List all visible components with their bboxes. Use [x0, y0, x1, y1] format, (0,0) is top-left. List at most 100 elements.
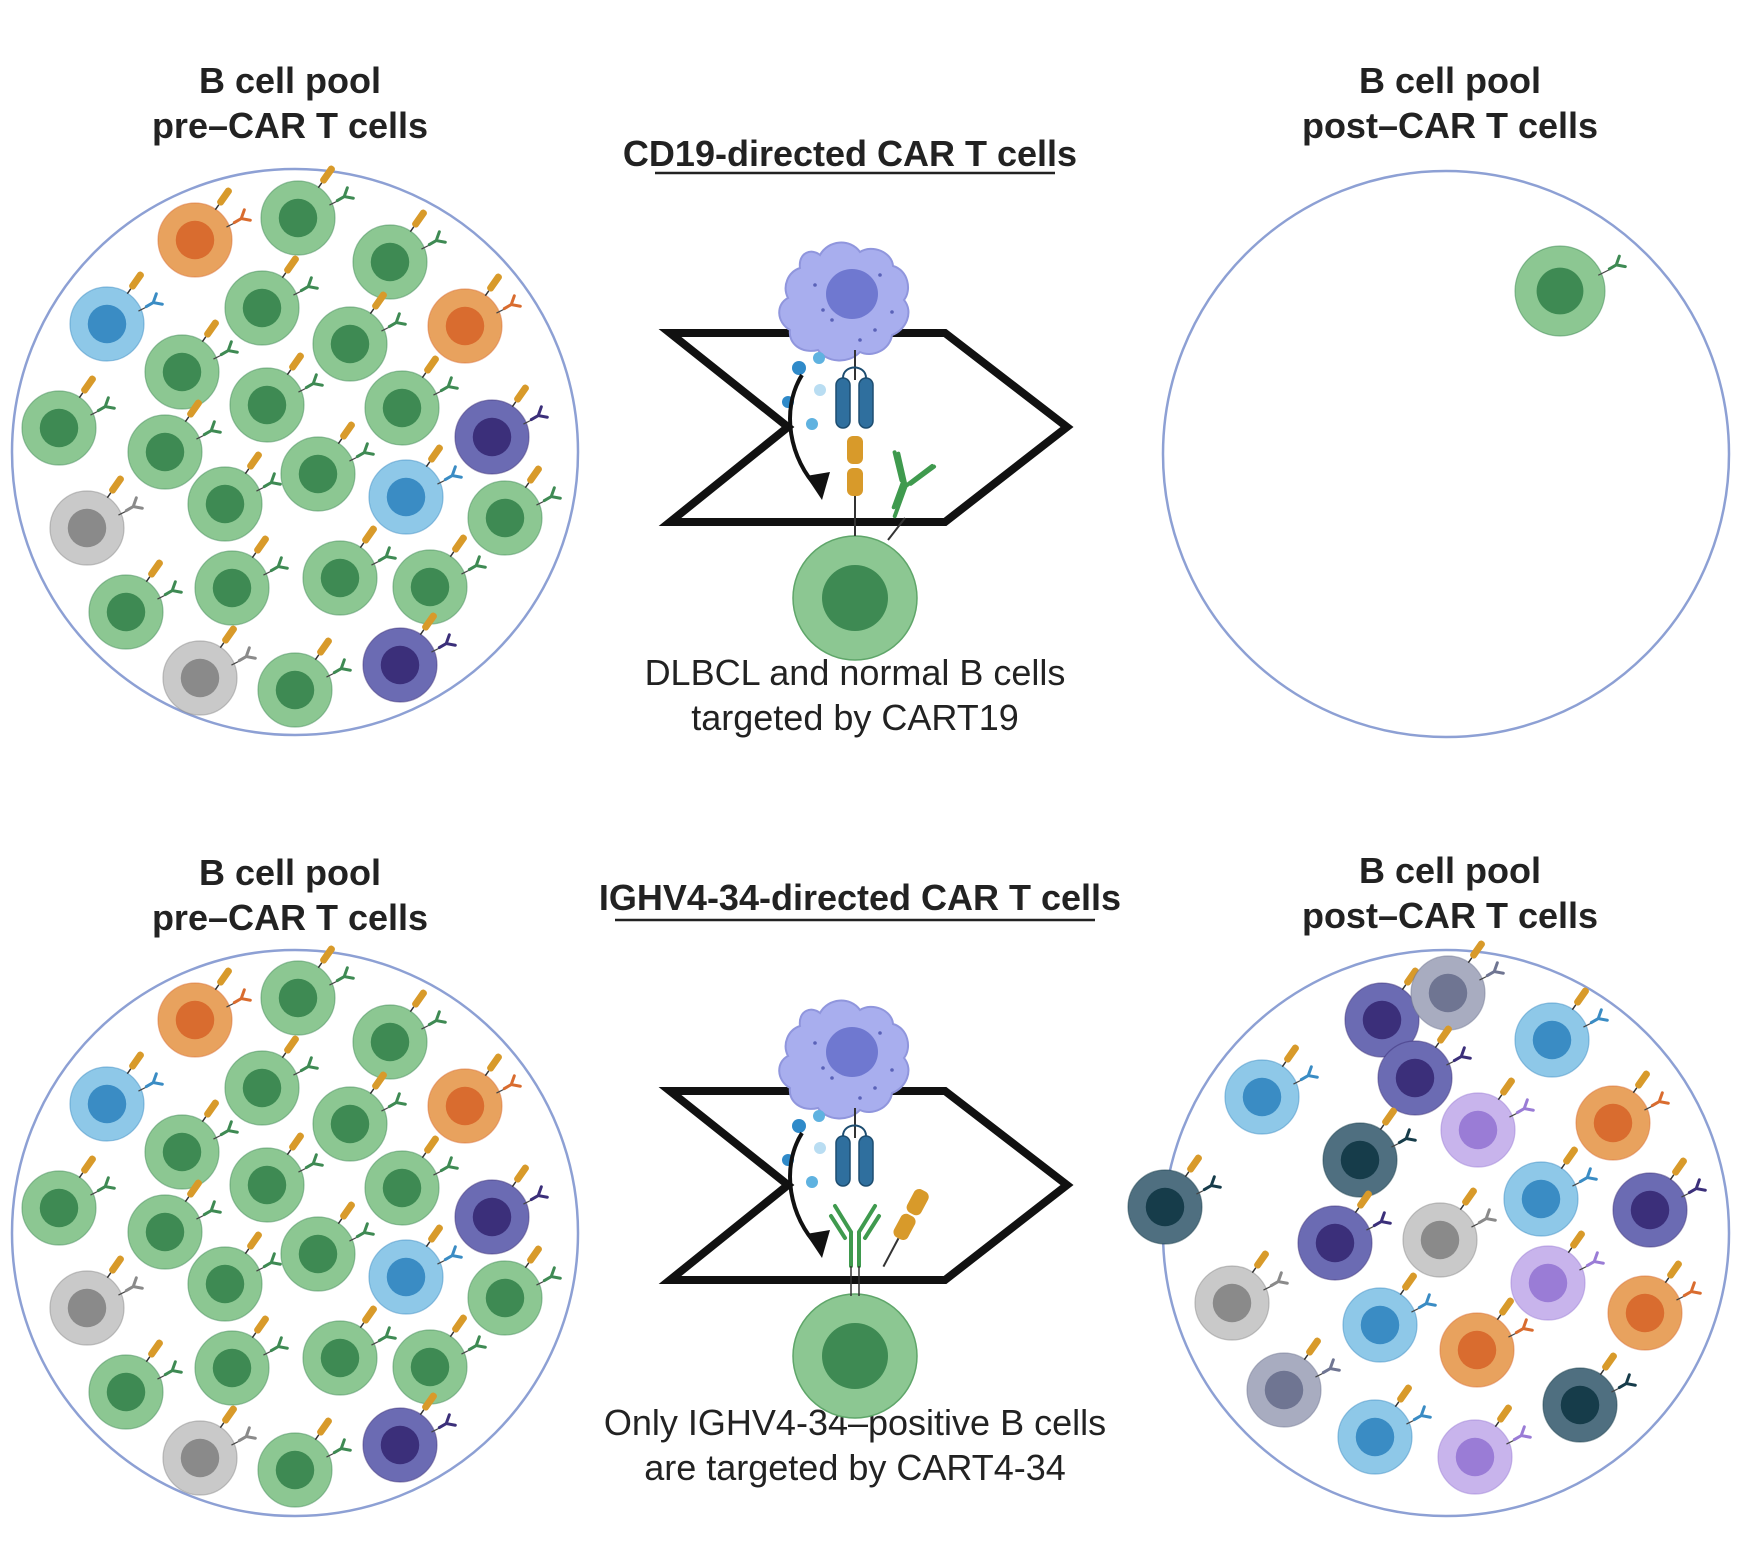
cytokine-dot: [806, 418, 818, 430]
b-cell: [127, 399, 222, 490]
antibody-icon: [299, 1056, 319, 1073]
b-cell-nucleus: [247, 385, 287, 425]
b-cell-nucleus: [67, 1288, 107, 1328]
cd19-antigen-icon: [145, 559, 163, 583]
b-cell-nucleus: [212, 568, 252, 608]
cd19-antigen-icon: [1664, 1260, 1682, 1284]
b-cell: [1297, 1190, 1392, 1281]
antibody-icon: [96, 396, 116, 413]
cytokine-dot: [813, 1110, 825, 1122]
cd19-antigen-icon: [1303, 1337, 1321, 1361]
b-cell-nucleus: [370, 1022, 410, 1062]
b-cell-nucleus: [320, 1338, 360, 1378]
cd19-antigen-icon: [251, 535, 269, 559]
antibody-icon: [1452, 1046, 1472, 1063]
b-cell-nucleus: [1264, 1370, 1304, 1410]
b-cell-nucleus: [445, 1086, 485, 1126]
b-cell: [69, 1051, 164, 1142]
cd19-antigen-icon: [1567, 1230, 1585, 1254]
cd19-antigen-icon: [184, 1179, 202, 1203]
antibody-icon: [1321, 1358, 1341, 1375]
b-cell: [157, 187, 252, 278]
antibody-icon: [529, 1185, 549, 1202]
b-cell-nucleus: [247, 1165, 287, 1205]
car-t-granule: [878, 1031, 882, 1035]
b-cell-nucleus: [485, 1278, 525, 1318]
antibody-icon: [1515, 1098, 1535, 1115]
mechanism-ighv434: [658, 999, 1074, 1419]
cd19-antigen-icon: [1184, 1154, 1202, 1178]
cd19-antigen-icon: [1497, 1077, 1515, 1101]
b-cell: [162, 1405, 257, 1496]
antibody-icon: [1512, 1425, 1532, 1442]
antibody-icon: [439, 1156, 459, 1173]
car-t-nucleus: [826, 1027, 878, 1077]
b-cell-nucleus: [1212, 1283, 1252, 1323]
b-cell: [224, 1035, 319, 1126]
antibody-icon: [467, 1335, 487, 1352]
antibody-icon: [387, 1092, 407, 1109]
antibody-icon: [269, 1336, 289, 1353]
b-cell: [1194, 1250, 1289, 1341]
b-cell-nucleus: [67, 508, 107, 548]
b-cell-nucleus: [1458, 1110, 1498, 1150]
b-cell-nucleus: [445, 306, 485, 346]
mechanism-cd19: [658, 241, 1074, 661]
pre-car-t-pool-top: [10, 165, 580, 737]
b-cell: [392, 1314, 487, 1405]
pre-pool-label-top: B cell pool pre–CAR T cells: [120, 58, 460, 148]
antibody-icon: [1650, 1091, 1670, 1108]
immune-synapse-frame: [658, 329, 1074, 526]
cd19-antigen-icon: [1394, 1384, 1412, 1408]
cd19-antigen-icon: [1281, 1044, 1299, 1068]
caption-cd19-line2: targeted by CART19: [691, 697, 1019, 738]
b-cell: [88, 1339, 183, 1430]
mechanism-panels: [658, 241, 1074, 1419]
antibody-icon: [144, 292, 164, 309]
antibody-icon: [355, 1222, 375, 1239]
b-cell: [352, 209, 447, 300]
antibody-icon: [443, 1245, 463, 1262]
b-cell: [1514, 987, 1609, 1078]
antibody-icon: [163, 580, 183, 597]
cd19-antigen-icon: [106, 475, 124, 499]
cd19-antigen-lower: [847, 468, 863, 496]
arrow-head: [806, 1230, 830, 1258]
antibody-icon: [377, 546, 397, 563]
cd19-antigen-icon: [317, 165, 335, 189]
post-pool-label-top-line1: B cell pool: [1358, 60, 1542, 101]
b-cell-nucleus: [242, 288, 282, 328]
car-receptor-domain: [858, 377, 874, 429]
b-cell: [1503, 1146, 1598, 1237]
b-cell-nucleus: [1528, 1263, 1568, 1303]
cd19-antigen-icon: [1560, 1146, 1578, 1170]
b-cell: [368, 1224, 463, 1315]
b-cell-nucleus: [180, 658, 220, 698]
b-cell: [1575, 1070, 1670, 1161]
b-cell: [1224, 1044, 1319, 1135]
b-cell-nucleus: [87, 304, 127, 344]
b-cell-nucleus: [275, 1450, 315, 1490]
b-cell-nucleus: [382, 1168, 422, 1208]
b-cell-nucleus: [1395, 1058, 1435, 1098]
antibody-icon: [502, 1074, 522, 1091]
car-t-granule: [813, 1041, 817, 1045]
antibody-icon: [232, 988, 252, 1005]
b-cell: [49, 475, 144, 566]
b-cell: [1377, 1025, 1472, 1116]
b-cell: [260, 945, 355, 1036]
title-ighv434: IGHV4-34-directed CAR T cells: [540, 878, 1180, 918]
cd19-antigen-icon: [1399, 1272, 1417, 1296]
b-cell: [194, 535, 289, 626]
b-cell-nucleus: [1560, 1385, 1600, 1425]
cd19-antigen-icon: [1467, 940, 1485, 964]
b-cell-nucleus: [1457, 1330, 1497, 1370]
b-cell: [157, 967, 252, 1058]
b-cell: [1437, 1404, 1532, 1495]
b-cell-nucleus: [382, 388, 422, 428]
cd19-antigen-icon: [286, 1132, 304, 1156]
cell-pools: [10, 165, 1731, 1518]
antibody-icon: [542, 486, 562, 503]
b-cell: [127, 1179, 222, 1270]
cd19-antigen-icon: [1494, 1404, 1512, 1428]
